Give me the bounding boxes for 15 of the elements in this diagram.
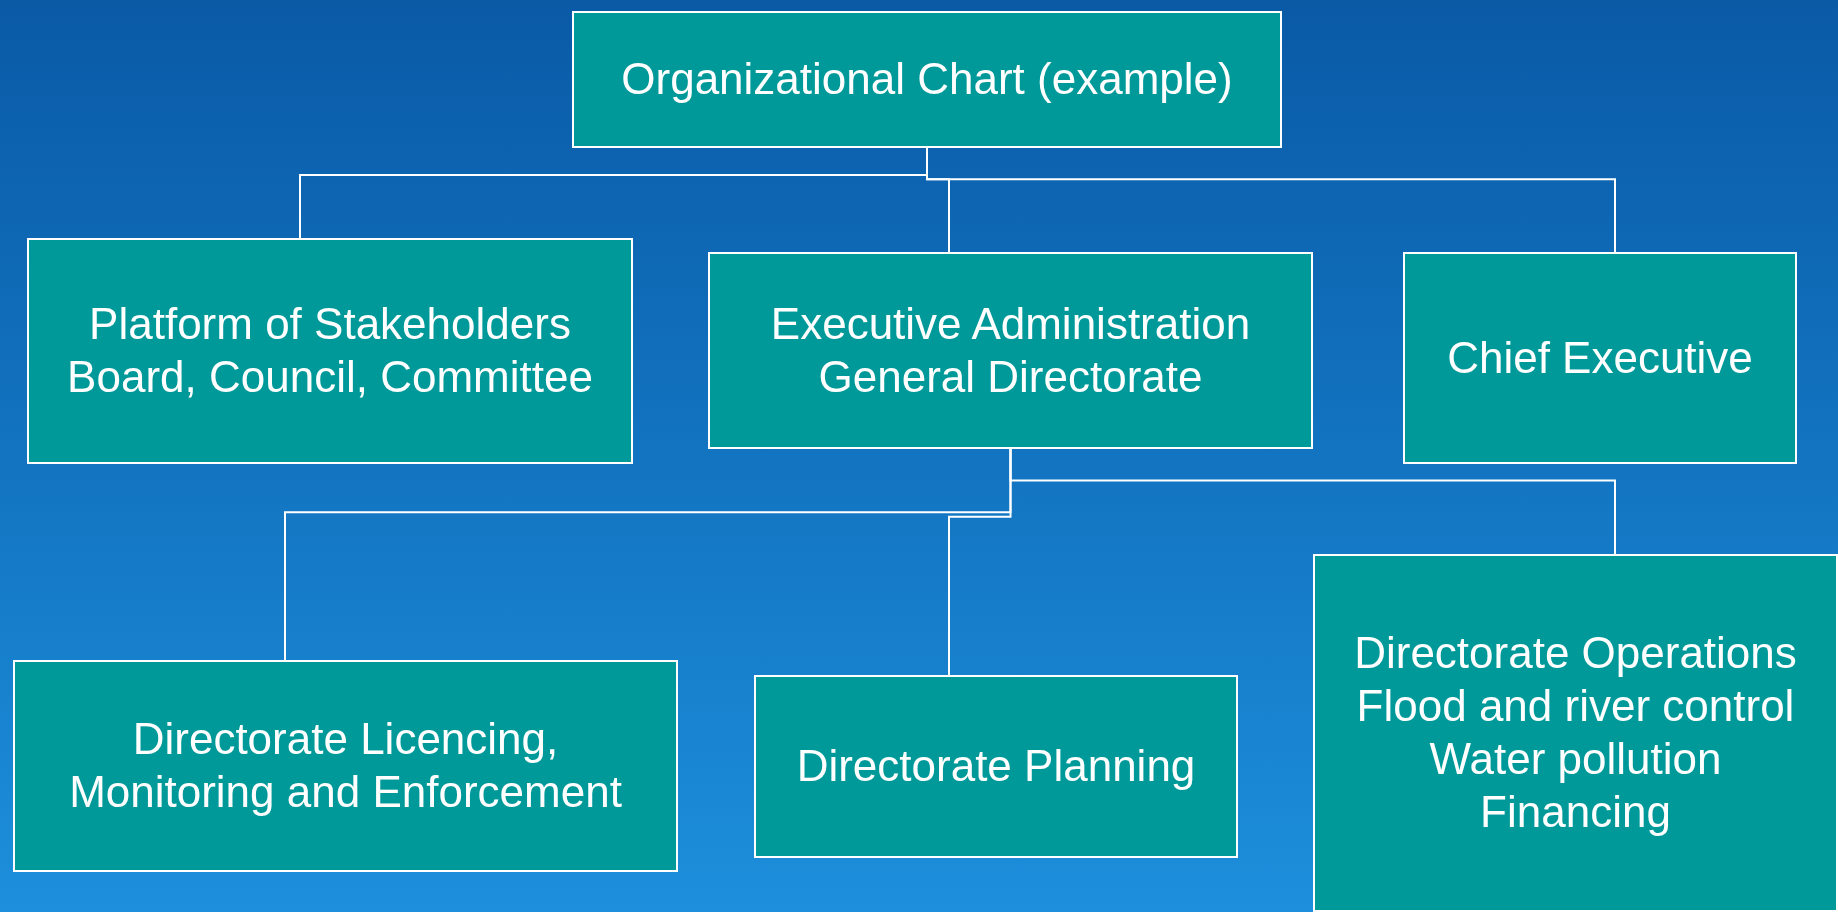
box-label: Directorate Planning bbox=[796, 740, 1196, 793]
box-label: Executive Administration General Directorate bbox=[769, 297, 1252, 403]
org-box bbox=[1313, 554, 1838, 912]
connector-line bbox=[1009, 448, 1616, 555]
box-label: Platform of Stakeholders Board, Council, Committee bbox=[66, 298, 594, 403]
org-box bbox=[1403, 252, 1797, 464]
org-box bbox=[13, 660, 678, 872]
org-box bbox=[754, 675, 1238, 858]
box-label: Directorate Licencing, Monitoring and Enforcement bbox=[68, 713, 623, 818]
box-label: Chief Executive bbox=[1447, 331, 1753, 384]
box-label: Organizational Chart (example) bbox=[621, 53, 1233, 106]
org-box bbox=[572, 11, 1282, 148]
org-box bbox=[27, 238, 633, 464]
org-box bbox=[708, 252, 1313, 449]
box-label: Directorate Operations Flood and river control Water pollution Financing bbox=[1353, 627, 1798, 838]
